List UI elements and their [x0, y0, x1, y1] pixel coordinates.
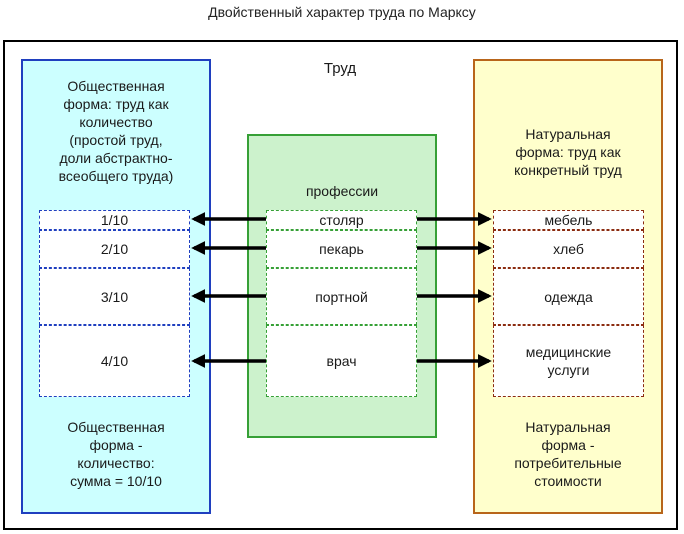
product-label: медицинские [525, 344, 612, 360]
product-cell: одежда [493, 268, 644, 325]
social-form-heading: Общественная форма: труд как количество … [21, 77, 211, 185]
heading-line: конкретный труд [514, 162, 622, 178]
summary-line: Натуральная [525, 419, 611, 435]
heading-line: (простой труд, [69, 132, 163, 148]
profession-cell: столяр [266, 210, 417, 230]
product-label: услуги [547, 362, 590, 378]
profession-cell: портной [266, 268, 417, 325]
fraction-cell: 4/10 [39, 325, 190, 397]
natural-form-heading: Натуральная форма: труд как конкретный т… [473, 125, 663, 179]
heading-line: Натуральная [525, 126, 611, 142]
heading-line: доли абстрактно- [59, 150, 173, 166]
summary-line: стоимости [534, 473, 602, 489]
summary-line: сумма = 10/10 [70, 473, 162, 489]
heading-line: форма: труд как [515, 144, 621, 160]
product-cell: мебель [493, 210, 644, 230]
heading-line: форма: труд как [63, 96, 169, 112]
summary-line: форма - [89, 437, 143, 453]
profession-cell: врач [266, 325, 417, 397]
product-label: мебель [544, 212, 593, 228]
heading-line: количество [79, 114, 153, 130]
product-cell: хлеб [493, 230, 644, 268]
product-label: одежда [544, 288, 593, 305]
outer-frame [3, 40, 678, 530]
product-cell: медицинские услуги [493, 325, 644, 397]
natural-form-summary: Натуральная форма - потребительные стоим… [473, 418, 663, 490]
summary-line: форма - [541, 437, 595, 453]
fraction-cell: 2/10 [39, 230, 190, 268]
profession-cell: пекарь [266, 230, 417, 268]
heading-line: Общественная [67, 78, 165, 94]
diagram-title: Двойственный характер труда по Марксу [208, 4, 476, 20]
center-label-trud: Труд [323, 60, 357, 77]
social-form-summary: Общественная форма - количество: сумма =… [21, 418, 211, 490]
summary-line: Общественная [67, 419, 165, 435]
fraction-cell: 3/10 [39, 268, 190, 325]
summary-line: потребительные [514, 455, 622, 471]
fraction-cell: 1/10 [39, 210, 190, 230]
professions-header: профессии [305, 183, 379, 199]
product-label: хлеб [553, 241, 584, 257]
heading-line: всеобщего труда) [58, 168, 174, 184]
summary-line: количество: [77, 455, 155, 471]
